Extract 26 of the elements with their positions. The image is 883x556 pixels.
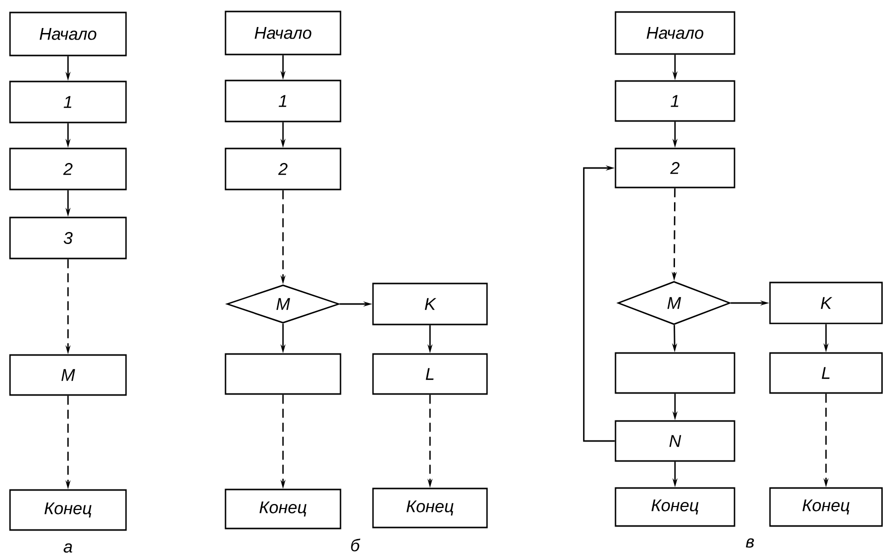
process-box: 2 <box>224 148 342 190</box>
process-box: K <box>372 282 488 326</box>
empty-box <box>614 352 736 394</box>
process-box: Конец <box>769 487 883 527</box>
process-box: 1 <box>614 80 736 122</box>
process-box: Конец <box>372 488 488 528</box>
process-box: L <box>769 352 883 394</box>
process-box: 3 <box>9 216 127 260</box>
process-box: Начало <box>9 12 127 56</box>
process-box: Конец <box>614 487 736 527</box>
process-box: 1 <box>9 80 127 124</box>
process-box: N <box>614 420 736 462</box>
process-box: 2 <box>614 148 736 188</box>
empty-box <box>224 353 342 395</box>
process-box: M <box>9 354 127 396</box>
process-box: Начало <box>614 11 736 55</box>
process-box: Начало <box>224 10 342 56</box>
panel-letter: в <box>746 538 754 548</box>
process-box: 2 <box>9 148 127 190</box>
process-box: Конец <box>224 488 342 530</box>
panel-letter: б <box>351 538 360 552</box>
process-box: L <box>372 353 488 395</box>
process-box: K <box>769 282 883 324</box>
process-box: Конец <box>9 489 127 531</box>
process-box: 1 <box>224 80 342 122</box>
arrow <box>583 165 615 442</box>
